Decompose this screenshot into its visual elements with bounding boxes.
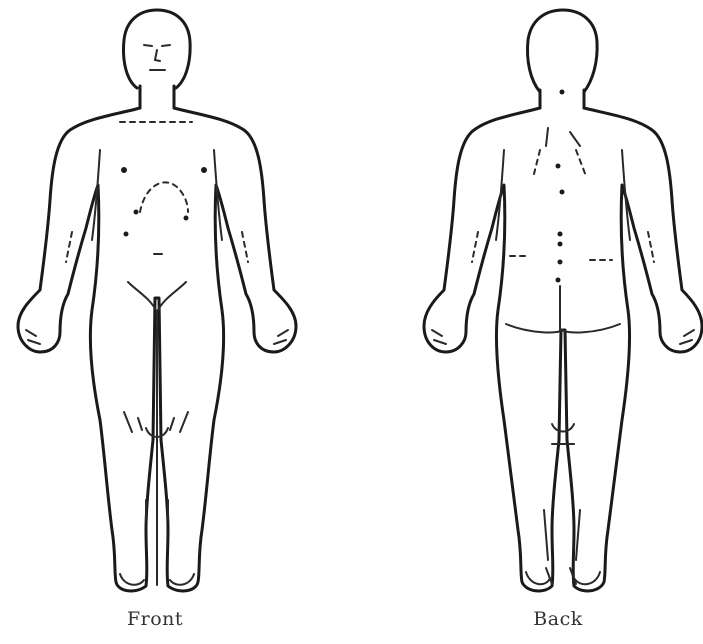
back-body-outline — [424, 108, 702, 591]
back-buttocks — [506, 324, 620, 332]
front-caption: Front — [127, 608, 183, 630]
front-chest-point-right — [201, 167, 207, 173]
front-figure — [18, 10, 296, 591]
back-spine — [556, 164, 565, 331]
back-figure — [424, 10, 702, 591]
back-knees — [552, 424, 574, 444]
front-neck — [140, 86, 174, 108]
front-chest-point-left — [121, 167, 127, 173]
back-shoulder-blades — [534, 128, 586, 176]
back-head — [528, 10, 598, 92]
back-lower-back — [510, 256, 612, 260]
front-face — [144, 45, 170, 70]
back-neck-point — [560, 90, 565, 95]
back-caption: Back — [533, 608, 582, 630]
front-ribcage — [140, 182, 188, 212]
front-head — [124, 10, 191, 88]
back-feet — [526, 568, 600, 584]
